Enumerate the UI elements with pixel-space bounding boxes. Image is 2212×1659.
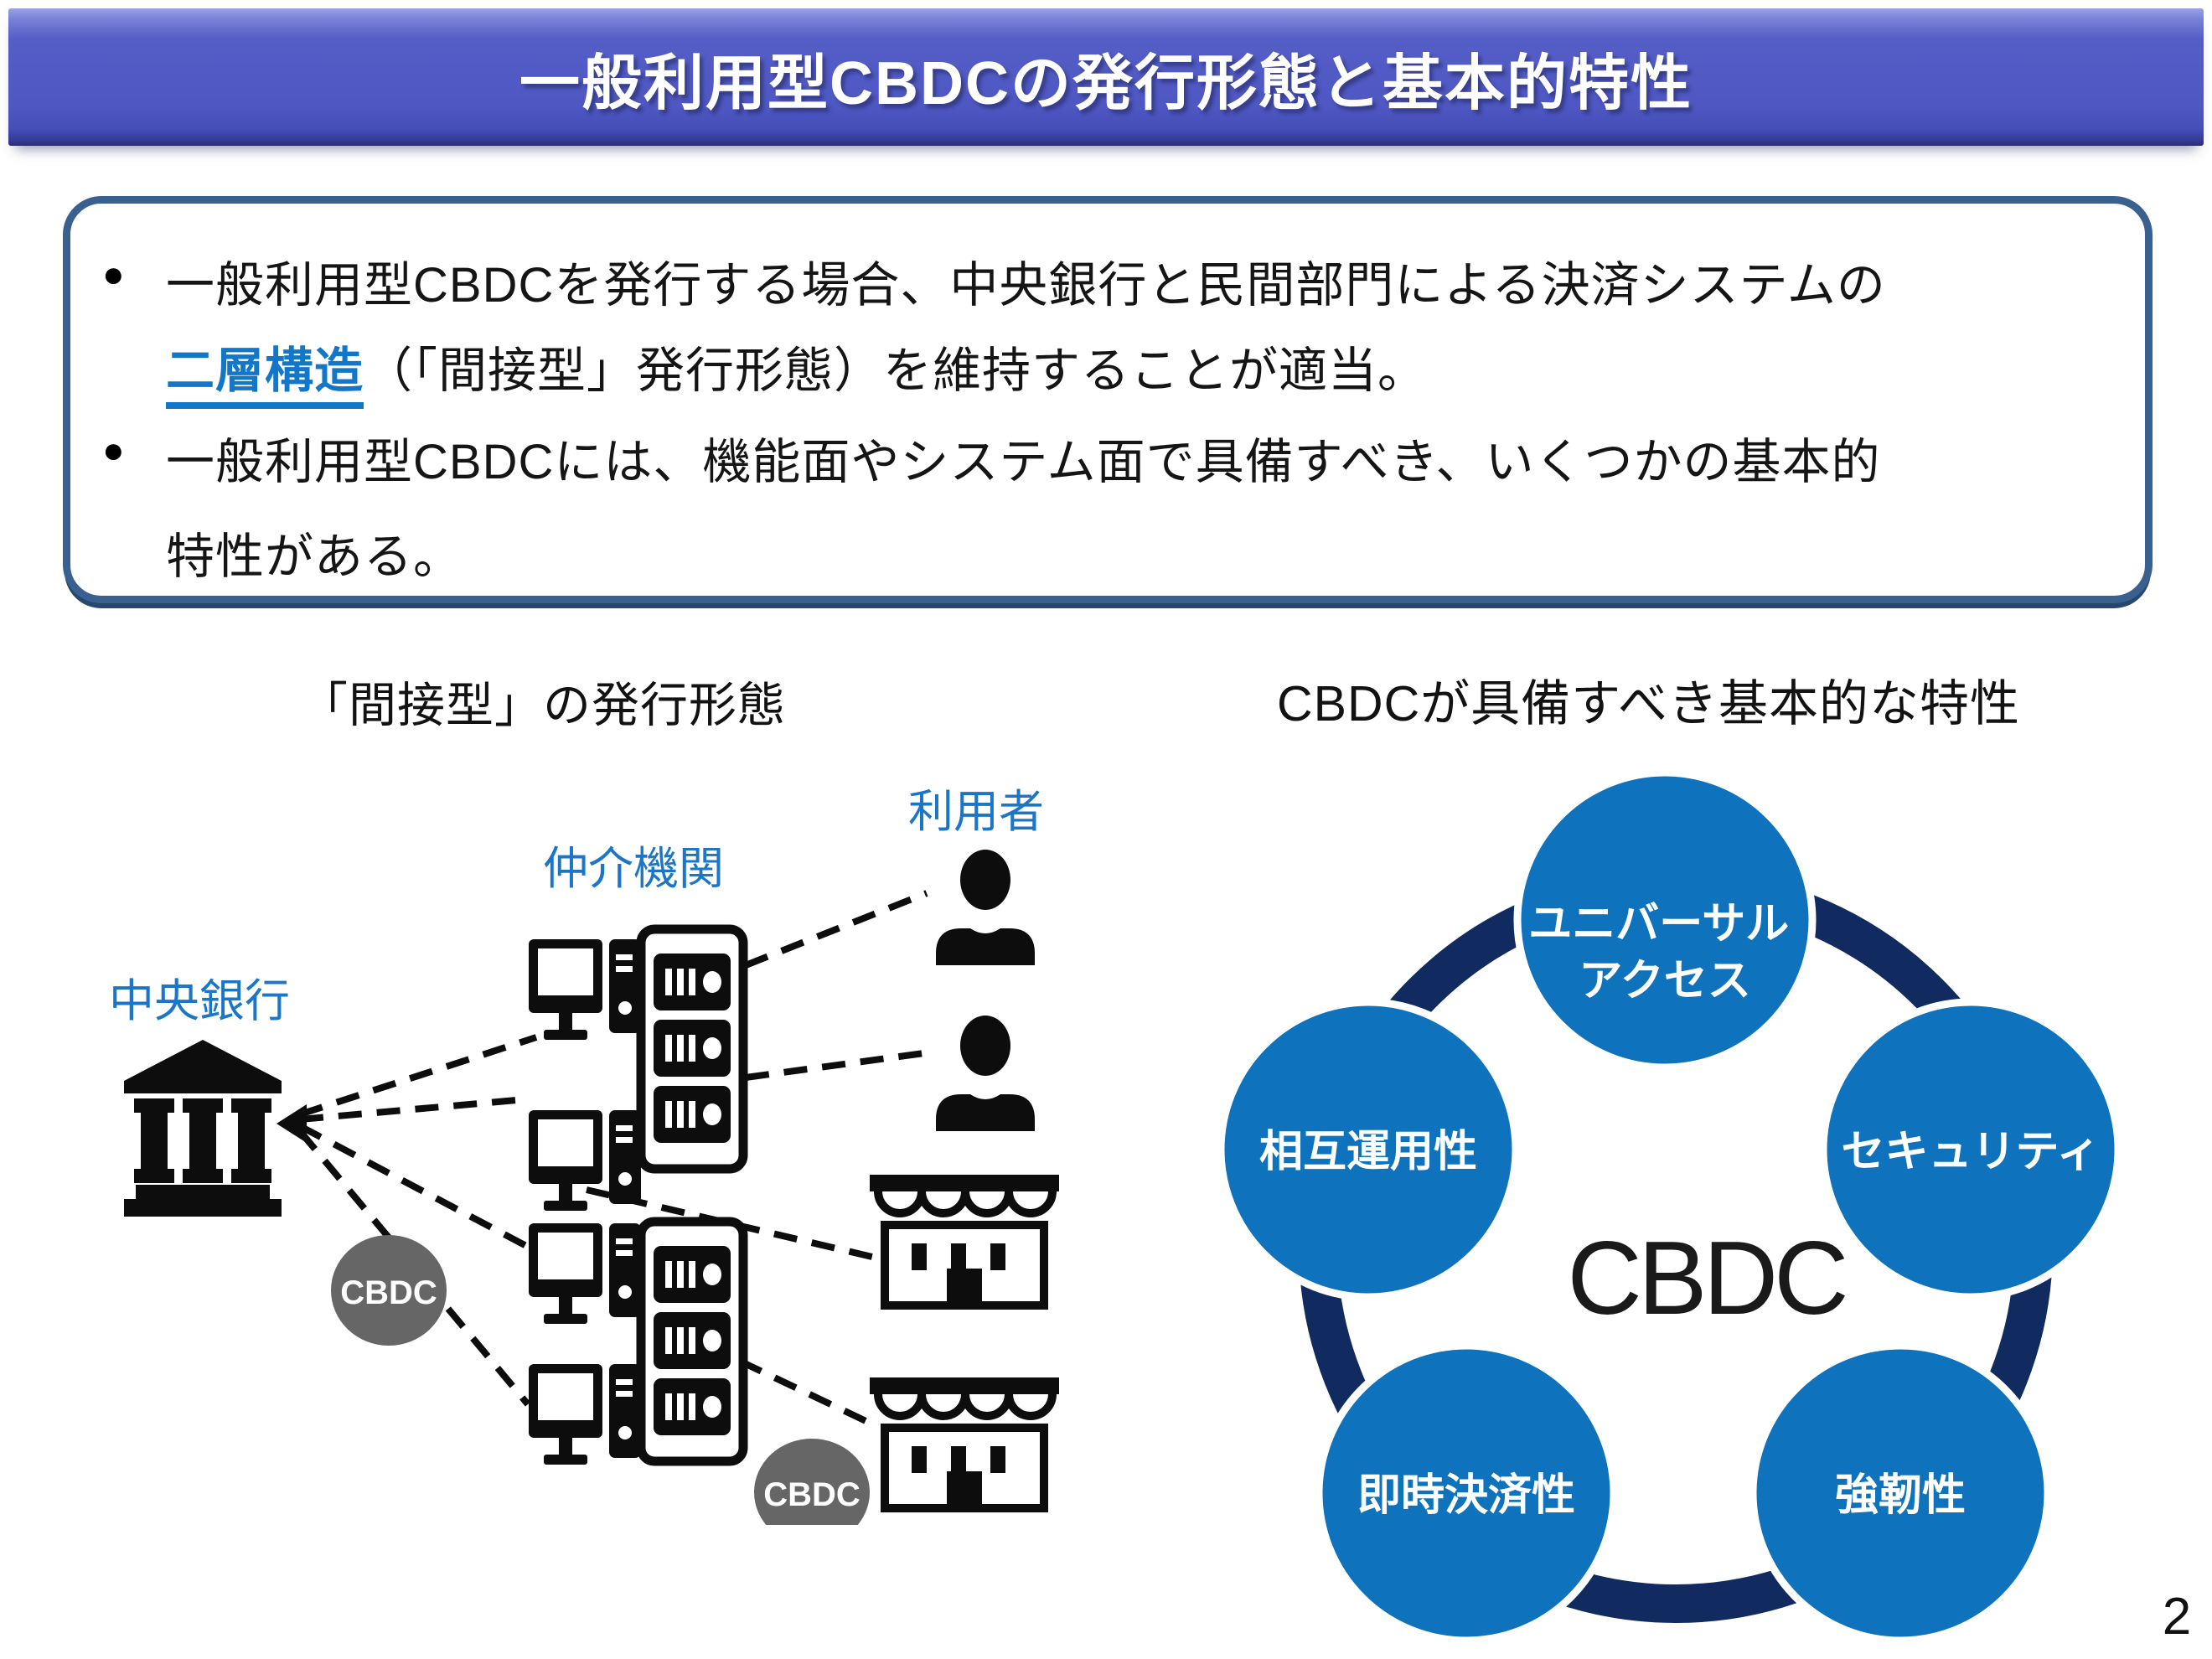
bullet-marker: ● (102, 254, 125, 295)
store-icon (870, 1175, 1059, 1306)
intermediary-label: 仲介機関 (543, 844, 724, 894)
dashed-connection-lines (297, 890, 931, 1429)
user-icon (936, 1016, 1035, 1131)
property-label: 相互運用性 (1259, 1128, 1477, 1176)
right-section-heading: CBDCが具備すべき基本的な特性 (1277, 676, 2021, 731)
central-bank-label: 中央銀行 (109, 976, 290, 1026)
property-circle-security: セキュリティ (1819, 998, 2122, 1301)
left-section-heading: 「間接型」の発行形態 (300, 679, 786, 732)
workstation-icon (529, 939, 641, 1040)
two-tier-highlight: 二層構造 (166, 344, 364, 409)
property-circle-universal-access: ユニバーサル アクセス (1513, 768, 1817, 1072)
store-icon (870, 1377, 1059, 1509)
cbdc-properties-diagram: ユニバーサル アクセス 相互運用性 セキュリティ 即時決済性 強靭性 CBDC (1217, 768, 2122, 1645)
bank-icon (124, 1040, 282, 1217)
title-banner: 一般利用型CBDCの発行形態と基本的特性 (8, 8, 2204, 146)
bullet1-line2: 二層構造（「間接型」発行形態）を維持することが適当。 (166, 331, 1428, 409)
slide-title: 一般利用型CBDCの発行形態と基本的特性 (519, 49, 1693, 117)
fan-arrowhead (276, 1104, 307, 1143)
property-label: セキュリティ (1842, 1128, 2101, 1176)
property-circle-interoperability: 相互運用性 (1217, 998, 1520, 1301)
workstation-icon (529, 1223, 641, 1324)
property-circle-resilience: 強靭性 (1749, 1341, 2052, 1645)
indirect-issuance-diagram: CBDC CBDC (124, 850, 1123, 1525)
server-rack-icon (641, 929, 743, 1169)
workstation-icon (529, 1110, 641, 1211)
summary-box: ● 一般利用型CBDCを発行する場合、中央銀行と民間部門による決済システムの 二… (63, 196, 2153, 603)
bullet2-line1: 一般利用型CBDCには、機能面やシステム面で具備すべき、いくつかの基本的 (166, 435, 1881, 489)
workstation-icon (529, 1364, 641, 1465)
cbdc-badge: CBDC (331, 1235, 447, 1346)
bullet-marker: ● (102, 430, 125, 471)
property-label: 強靭性 (1835, 1471, 1966, 1520)
cbdc-badge: CBDC (754, 1439, 870, 1525)
property-label: 即時決済性 (1357, 1471, 1575, 1520)
user-icon (936, 850, 1035, 965)
page-number: 2 (2162, 1588, 2192, 1646)
bullet2-line2: 特性がある。 (166, 530, 463, 584)
cbdc-badge-label: CBDC (340, 1274, 437, 1311)
cbdc-center-label: CBDC (1567, 1221, 1845, 1336)
property-circle-instant-settlement: 即時決済性 (1315, 1341, 1618, 1645)
users-label: 利用者 (908, 787, 1044, 837)
bullet1-line1: 一般利用型CBDCを発行する場合、中央銀行と民間部門による決済システムの (166, 258, 1886, 313)
property-label: ユニバーサル アクセス (1528, 900, 1801, 1005)
bullet1-line2-rest: （「間接型」発行形態）を維持することが適当。 (364, 344, 1428, 398)
server-rack-icon (641, 1222, 743, 1461)
cbdc-badge-label: CBDC (763, 1476, 861, 1513)
